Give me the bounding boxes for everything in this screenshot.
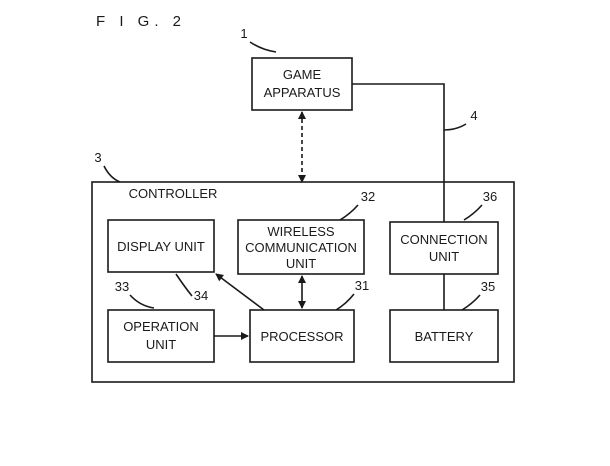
controller-ref: 3: [94, 150, 101, 165]
display-unit-leader: [175, 273, 193, 297]
connection-unit-box: [389, 221, 499, 275]
wireless-unit-label-line2: COMMUNICATION: [245, 240, 357, 255]
operation-unit-box: [107, 309, 215, 363]
processor-leader: [335, 293, 355, 311]
processor-box: [249, 309, 355, 363]
game-apparatus-leader: [249, 41, 277, 53]
wireless-unit-label-line1: WIRELESS: [267, 224, 335, 239]
figure-label: F I G. 2: [96, 13, 186, 30]
operation-unit-label-line1: OPERATION: [123, 319, 199, 334]
connection-unit-ref: 36: [483, 189, 497, 204]
cable-ref: 4: [470, 108, 477, 123]
controller-label: CONTROLLER: [129, 186, 218, 201]
operation-unit-label-line2: UNIT: [146, 337, 176, 352]
controller-frame: [91, 181, 515, 383]
battery-ref: 35: [481, 279, 495, 294]
battery-label: BATTERY: [415, 329, 474, 344]
controller-leader: [103, 165, 121, 183]
game-apparatus-ref: 1: [240, 26, 247, 41]
game-apparatus-label-line2: APPARATUS: [264, 85, 341, 100]
connection-unit-label-line2: UNIT: [429, 249, 459, 264]
game-apparatus-box: [251, 57, 353, 111]
battery-box: [389, 309, 499, 363]
wireless-unit-label-line3: UNIT: [286, 256, 316, 271]
processor-to-display-arrow: [215, 273, 265, 311]
cable-line: [352, 83, 445, 222]
connection-unit-label-line1: CONNECTION: [400, 232, 487, 247]
display-unit-ref: 34: [194, 288, 208, 303]
cable-leader: [443, 123, 467, 131]
operation-unit-leader: [129, 294, 155, 309]
game-apparatus-block: GAME APPARATUS: [251, 57, 353, 111]
wireless-unit-box: [237, 219, 365, 275]
display-unit-label: DISPLAY UNIT: [117, 239, 205, 254]
processor-label: PROCESSOR: [260, 329, 343, 344]
battery-leader: [461, 294, 481, 311]
wireless-unit-ref: 32: [361, 189, 375, 204]
operation-unit-ref: 33: [115, 279, 129, 294]
game-apparatus-label-line1: GAME: [283, 67, 322, 82]
processor-ref: 31: [355, 278, 369, 293]
display-unit-box: [107, 219, 215, 273]
connection-unit-leader: [463, 204, 483, 221]
wireless-unit-leader: [339, 204, 359, 221]
